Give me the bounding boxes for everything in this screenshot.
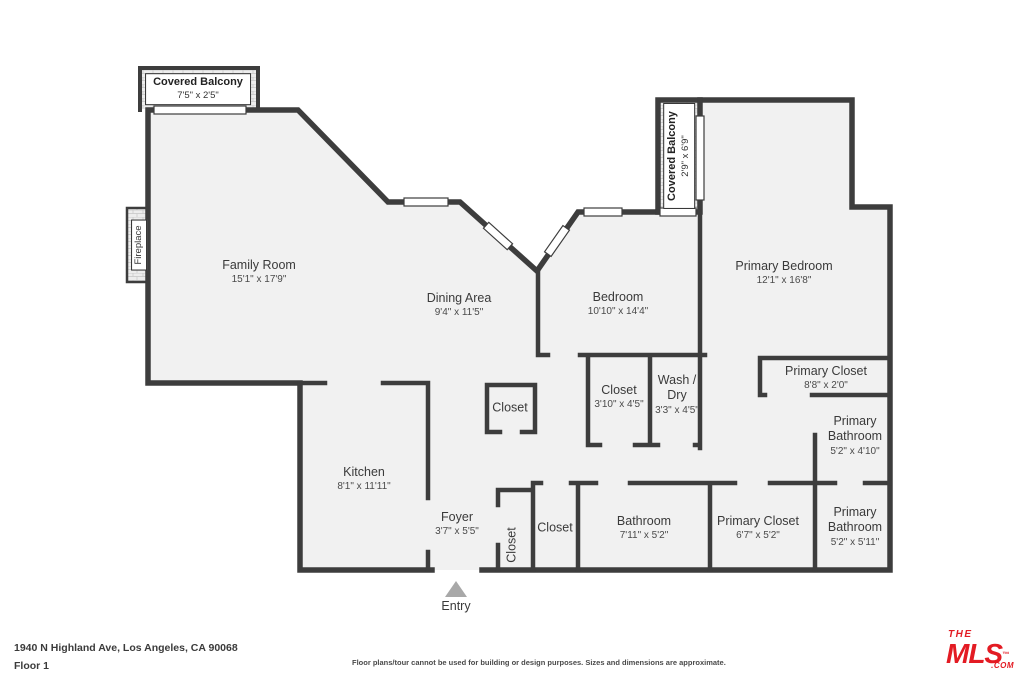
- tag-name: Covered Balcony: [666, 111, 679, 201]
- fireplace-tag: Fireplace: [131, 219, 147, 271]
- room-label-bedroom-closet: Closet 3'10" x 4'5": [594, 383, 643, 411]
- room-dims: 15'1" x 17'9": [231, 274, 287, 286]
- mls-logo-tm: ™: [1002, 651, 1010, 659]
- room-dims: 8'8" x 2'0": [804, 380, 848, 392]
- tag-name: Covered Balcony: [153, 76, 243, 89]
- room-label-bathroom: Bathroom 7'11" x 5'2": [617, 514, 671, 542]
- room-label-dining-area: Dining Area 9'4" x 11'5": [427, 291, 492, 319]
- room-name: Bedroom: [592, 289, 644, 304]
- room-dims: 3'10" x 4'5": [594, 399, 644, 411]
- room-label-foyer-closet: Closet: [504, 527, 519, 562]
- room-label-dining-closet: Closet: [492, 400, 527, 415]
- room-dims: 5'2" x 4'10": [830, 445, 880, 457]
- interior-walls: [297, 209, 893, 573]
- room-label-hall-closet: Closet: [537, 520, 572, 535]
- mls-logo-mls: MLS: [946, 638, 1003, 669]
- room-dims: 5'2" x 5'11": [830, 536, 880, 548]
- room-dims: 9'4" x 11'5": [434, 307, 484, 319]
- room-name: Dining Area: [426, 290, 492, 305]
- tag-dims: 7'5" x 2'5": [177, 89, 219, 101]
- room-name: Wash / Dry: [657, 373, 697, 403]
- room-name: Kitchen: [343, 464, 385, 479]
- balcony-right-tag: Covered Balcony 2'9" x 6'9": [663, 103, 695, 209]
- room-dims: 6'7" x 5'2": [736, 530, 780, 542]
- mls-logo-the: THE: [948, 629, 973, 640]
- mls-logo: THE MLS™ .COM: [946, 630, 1014, 670]
- room-label-foyer: Foyer 3'7" x 5'5": [435, 510, 479, 538]
- footer-floor-label: Floor 1: [14, 660, 50, 672]
- tag-dims: 2'9" x 6'9": [679, 135, 691, 177]
- room-label-primary-bathroom-lower: Primary Bathroom 5'2" x 5'11": [819, 505, 891, 549]
- room-dims: 12'1" x 16'8": [756, 275, 812, 287]
- room-name: Primary Closet: [785, 363, 867, 378]
- footer-disclaimer: Floor plans/tour cannot be used for buil…: [352, 658, 726, 667]
- room-name: Closet: [537, 520, 573, 535]
- room-name: Closet: [601, 382, 637, 397]
- balcony-top-tag: Covered Balcony 7'5" x 2'5": [145, 73, 251, 105]
- room-name: Family Room: [222, 257, 296, 272]
- room-name: Primary Bathroom: [827, 505, 883, 535]
- room-label-kitchen: Kitchen 8'1" x 11'11": [337, 465, 390, 493]
- entry-arrow-icon: [445, 581, 467, 597]
- floor-area: [148, 100, 890, 570]
- room-label-wash-dry: Wash / Dry 3'3" x 4'5": [649, 373, 705, 417]
- room-dims: 3'3" x 4'5": [655, 404, 699, 416]
- room-name: Closet: [504, 527, 519, 563]
- room-dims: 10'10" x 14'4": [587, 306, 649, 318]
- room-name: Primary Bedroom: [735, 258, 833, 273]
- windows: [153, 105, 705, 258]
- room-label-primary-bedroom: Primary Bedroom 12'1" x 16'8": [735, 259, 832, 287]
- mls-logo-com: .COM: [991, 661, 1014, 670]
- tag-name: Fireplace: [133, 225, 145, 265]
- entry-label: Entry: [441, 599, 471, 613]
- room-name: Primary Closet: [717, 513, 799, 528]
- mls-logo-main-row: MLS™: [946, 640, 1014, 668]
- footer-address: 1940 N Highland Ave, Los Angeles, CA 900…: [14, 642, 238, 654]
- room-dims: 7'11" x 5'2": [619, 530, 669, 542]
- room-name: Bathroom: [616, 513, 672, 528]
- room-label-primary-bathroom-upper: Primary Bathroom 5'2" x 4'10": [819, 414, 891, 458]
- room-dims: 3'7" x 5'5": [435, 526, 479, 538]
- room-label-primary-closet-upper: Primary Closet 8'8" x 2'0": [785, 364, 867, 392]
- room-label-primary-closet-lower: Primary Closet 6'7" x 5'2": [717, 514, 799, 542]
- room-name: Closet: [492, 400, 528, 415]
- room-name: Foyer: [441, 509, 473, 524]
- balcony-top-walls: [138, 66, 260, 112]
- room-label-family-room: Family Room 15'1" x 17'9": [222, 258, 296, 286]
- room-name: Primary Bathroom: [827, 414, 883, 444]
- room-label-bedroom: Bedroom 10'10" x 14'4": [588, 290, 648, 318]
- room-dims: 8'1" x 11'11": [337, 481, 391, 493]
